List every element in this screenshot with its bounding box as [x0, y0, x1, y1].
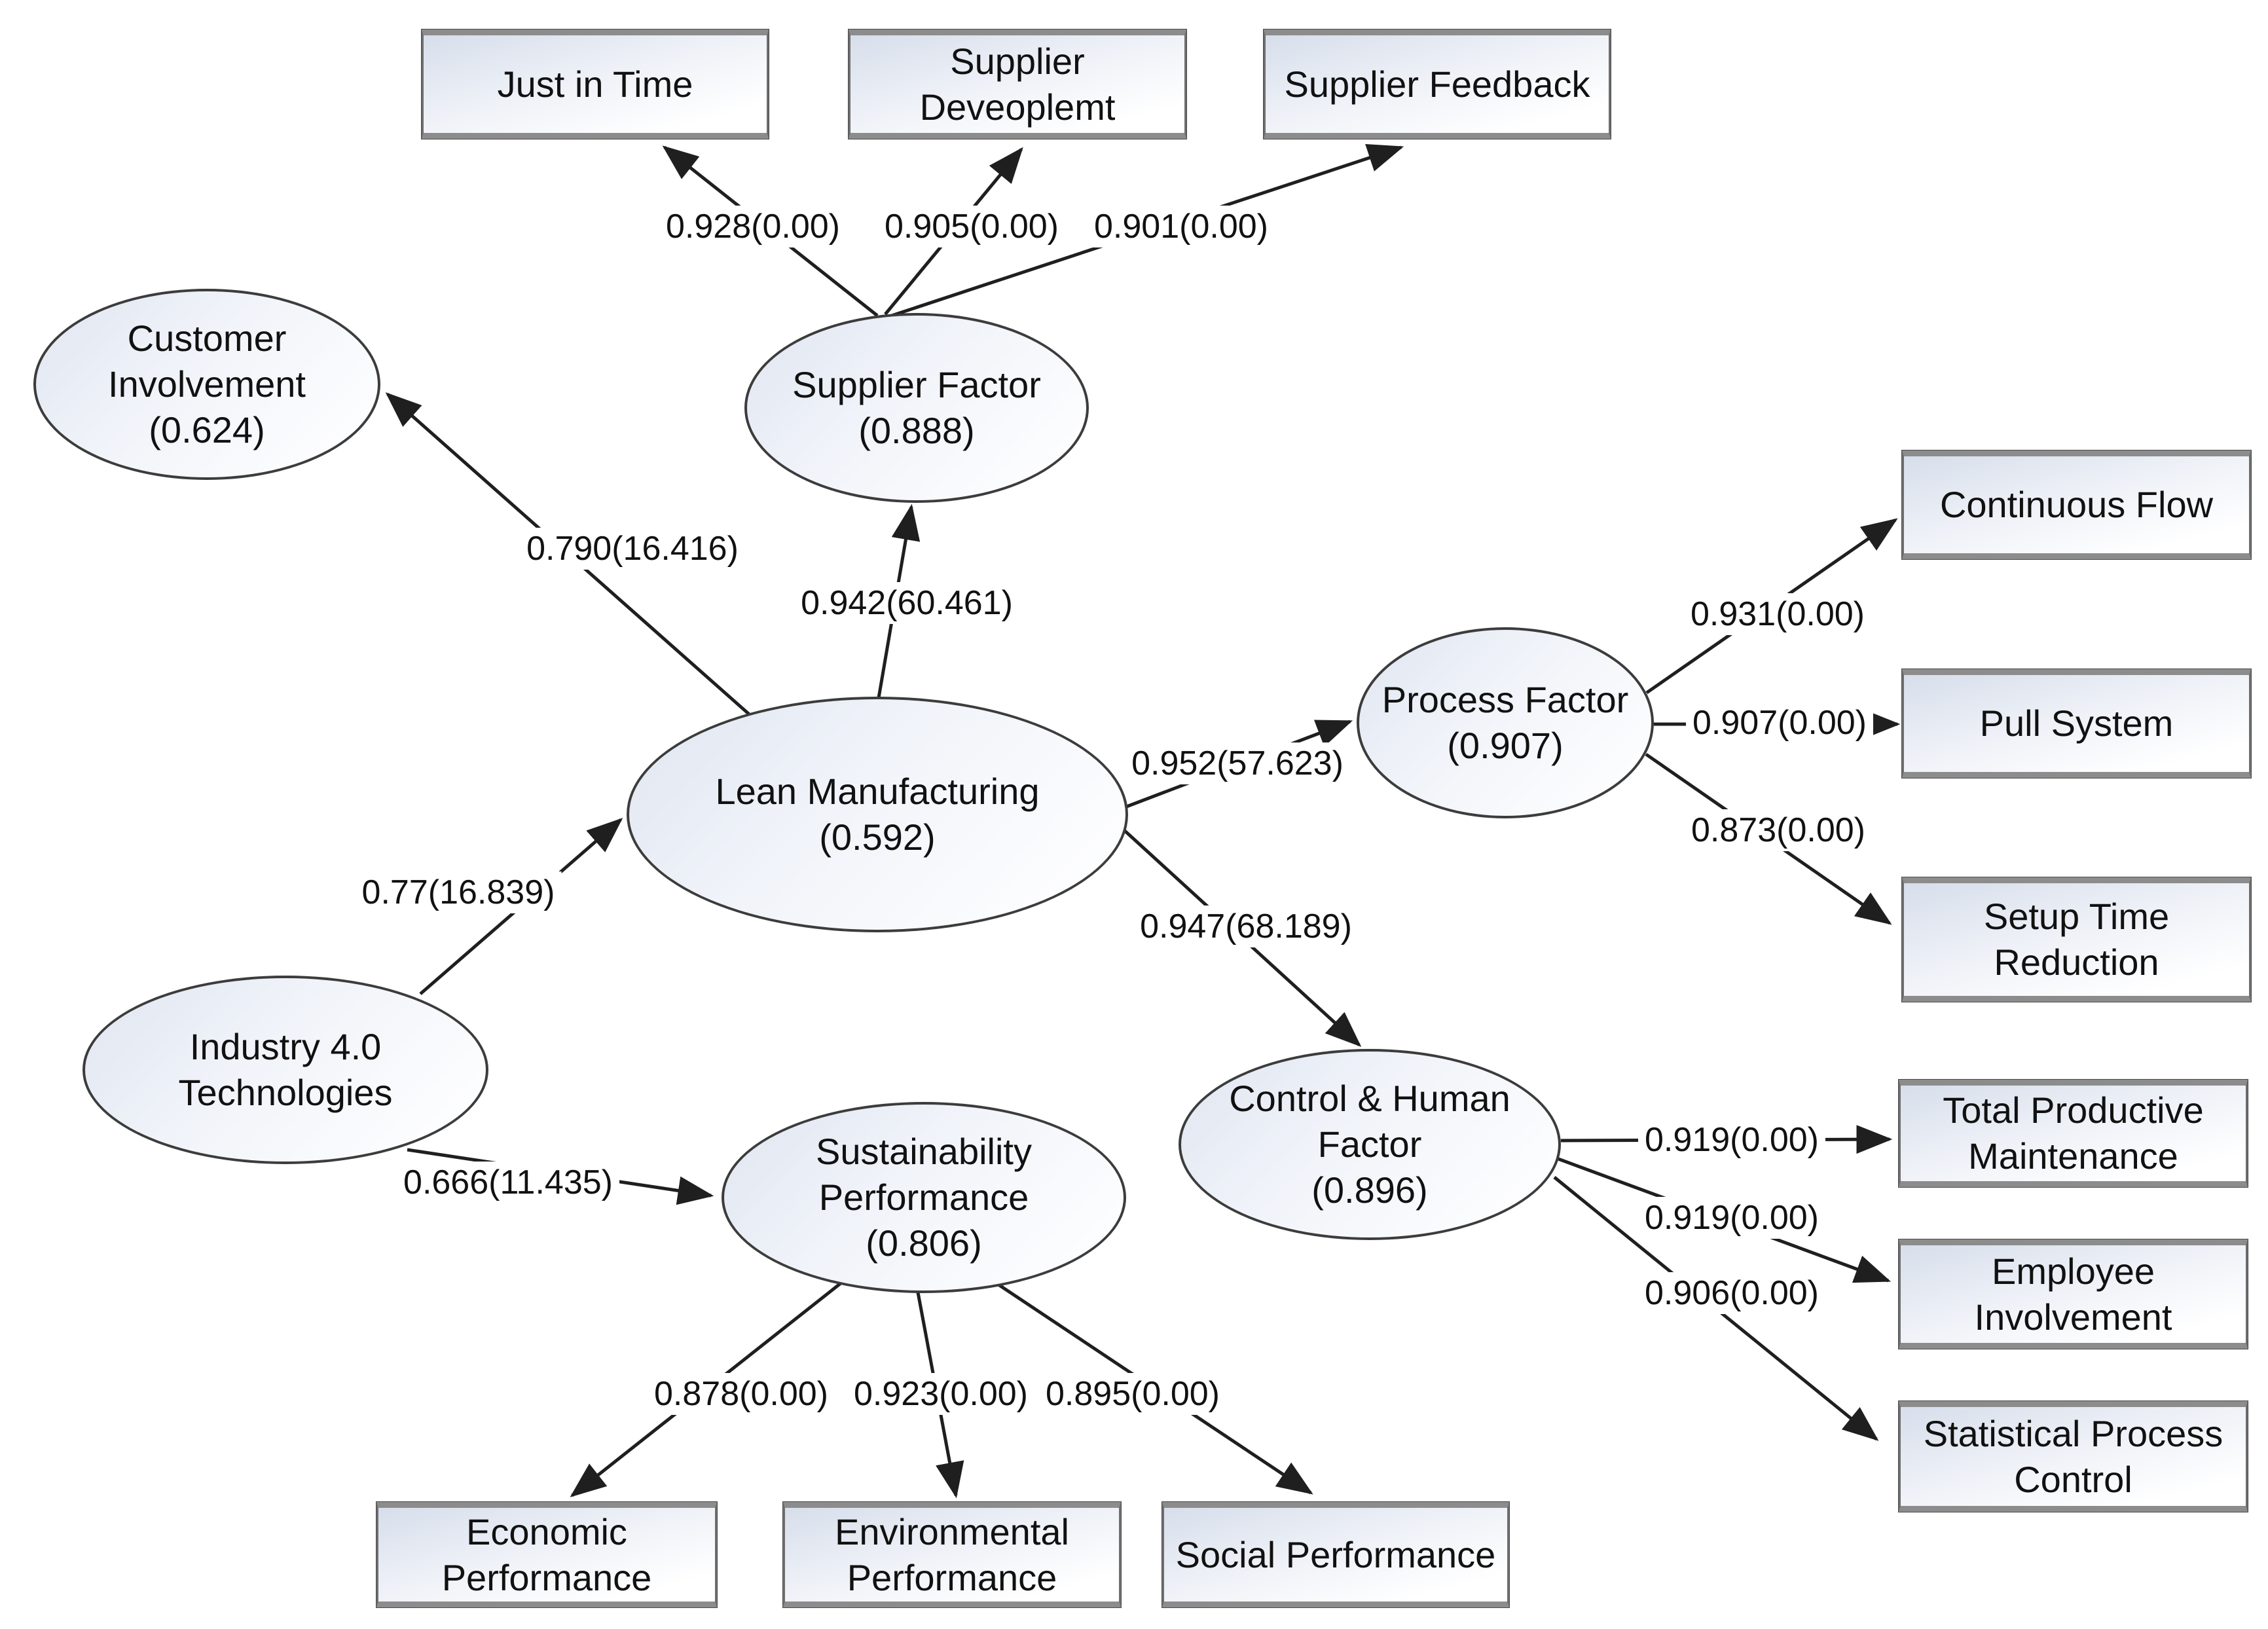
node-label: Economic Performance: [441, 1510, 652, 1598]
edge-label-pf-ps: 0.907(0.00): [1686, 702, 1873, 744]
node-label: Setup Time Reduction: [1983, 896, 2170, 983]
node-label: Total Productive Maintenance: [1943, 1089, 2204, 1177]
node-just-in-time: Just in Time: [422, 29, 769, 139]
node-social-performance: Social Performance: [1162, 1502, 1509, 1607]
edge-label-chf-spc: 0.906(0.00): [1638, 1272, 1825, 1314]
edge-label-i4-lm: 0.77(16.839): [355, 871, 562, 913]
edge-label-pf-cf: 0.931(0.00): [1684, 593, 1871, 635]
node-label: Pull System: [1979, 703, 2174, 744]
node-label: Control & Human Factor (0.896): [1229, 1078, 1510, 1211]
edge-label-lm-sf: 0.942(60.461): [794, 582, 1019, 624]
edge-label-sp-soc: 0.895(0.00): [1039, 1373, 1226, 1415]
node-customer-involvement: Customer Involvement (0.624): [33, 289, 380, 480]
node-label: Customer Involvement (0.624): [108, 318, 306, 450]
node-label: Sustainability Performance (0.806): [816, 1131, 1032, 1264]
node-label: Industry 4.0 Technologies: [178, 1026, 393, 1113]
node-label: Supplier Factor (0.888): [792, 364, 1041, 451]
node-environmental-performance: Environmental Performance: [783, 1502, 1121, 1607]
node-total-productive-maintenance: Total Productive Maintenance: [1899, 1080, 2248, 1187]
edge-label-pf-str: 0.873(0.00): [1685, 809, 1872, 851]
node-statistical-process-control: Statistical Process Control: [1899, 1401, 2248, 1512]
edge-label-sf-sfb: 0.901(0.00): [1088, 206, 1275, 247]
node-label: Supplier Deveoplemt: [919, 40, 1116, 128]
node-label: Social Performance: [1175, 1533, 1496, 1575]
node-control-human-factor: Control & Human Factor (0.896): [1179, 1049, 1561, 1240]
node-label: Employee Involvement: [1974, 1250, 2172, 1338]
node-economic-performance: Economic Performance: [376, 1502, 717, 1607]
node-label: Statistical Process Control: [1923, 1412, 2223, 1500]
node-employee-involvement: Employee Involvement: [1899, 1239, 2248, 1349]
node-sustainability-performance: Sustainability Performance (0.806): [722, 1102, 1126, 1293]
node-label: Environmental Performance: [835, 1510, 1069, 1598]
node-supplier-factor: Supplier Factor (0.888): [744, 313, 1089, 503]
node-label: Process Factor (0.907): [1381, 679, 1629, 766]
edge-label-sp-ecp: 0.878(0.00): [648, 1373, 835, 1415]
node-supplier-development: Supplier Deveoplemt: [849, 29, 1186, 139]
node-label: Just in Time: [497, 63, 693, 105]
node-pull-system: Pull System: [1902, 669, 2251, 778]
edge-label-chf-ei: 0.919(0.00): [1638, 1197, 1825, 1239]
node-supplier-feedback: Supplier Feedback: [1264, 29, 1611, 139]
edge-label-lm-chf: 0.947(68.189): [1133, 906, 1359, 947]
node-industry-40-technologies: Industry 4.0 Technologies: [82, 976, 488, 1164]
node-continuous-flow: Continuous Flow: [1902, 450, 2251, 559]
edge-label-lm-pf: 0.952(57.623): [1125, 742, 1350, 784]
node-setup-time-reduction: Setup Time Reduction: [1902, 877, 2251, 1002]
edge-label-sf-sd: 0.905(0.00): [878, 206, 1065, 247]
edge-label-sf-jit: 0.928(0.00): [659, 206, 847, 247]
node-label: Continuous Flow: [1939, 484, 2214, 525]
edge-label-i4-sp: 0.666(11.435): [397, 1162, 619, 1203]
edge-label-sp-env: 0.923(0.00): [847, 1373, 1034, 1415]
edge-label-lm-ci: 0.790(16.416): [520, 528, 745, 570]
node-lean-manufacturing: Lean Manufacturing (0.592): [627, 697, 1128, 932]
node-label: Supplier Feedback: [1284, 63, 1590, 105]
node-process-factor: Process Factor (0.907): [1357, 627, 1654, 818]
edge-label-chf-tpm: 0.919(0.00): [1638, 1119, 1825, 1161]
node-label: Lean Manufacturing (0.592): [715, 771, 1040, 858]
